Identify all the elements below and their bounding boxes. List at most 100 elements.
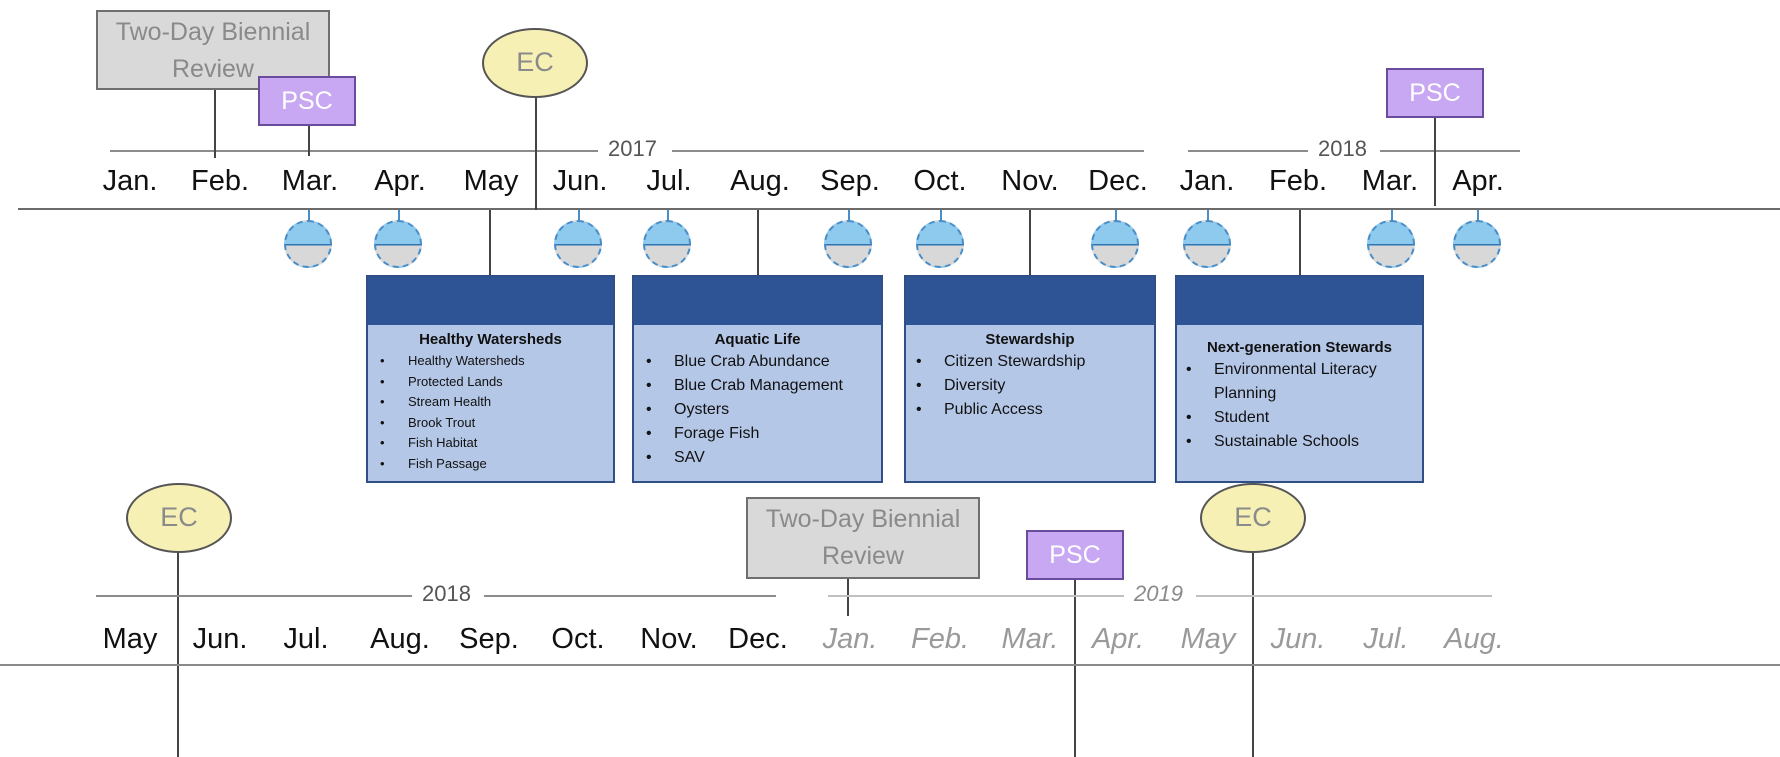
month-label: May: [463, 165, 519, 197]
goal-title: Next-generation Stewards: [1206, 339, 1393, 356]
ec-connector-may: [535, 98, 537, 210]
month-label: Dec.: [728, 623, 788, 655]
year-line-2019-left: [828, 595, 1124, 597]
meeting-stub: [398, 210, 400, 222]
goal-item: Public Access: [916, 398, 1154, 422]
meeting-icon: [1453, 220, 1501, 268]
month-label: May: [1180, 623, 1236, 655]
month-label: Jul.: [283, 623, 329, 655]
month-label: Jan.: [822, 623, 878, 655]
goal-box-header: [368, 277, 613, 325]
goal-item-list: Citizen StewardshipDiversityPublic Acces…: [916, 350, 1154, 422]
month-label: Feb.: [910, 623, 970, 655]
month-label: Aug.: [370, 623, 430, 655]
psc-box-mar-2018: PSC: [1386, 68, 1484, 118]
goal-title: Aquatic Life: [714, 331, 801, 348]
top-axis-line: [18, 208, 1780, 210]
meeting-stub: [1477, 210, 1479, 222]
goal-item: Fish Habitat: [380, 433, 613, 454]
year-line-2018b-left: [96, 595, 412, 597]
month-label: Apr.: [374, 165, 426, 197]
year-line-2018-right: [1380, 150, 1520, 152]
goal-item: Brook Trout: [380, 413, 613, 434]
ec-oval-may-2017: EC: [482, 28, 588, 98]
meeting-stub: [1391, 210, 1393, 222]
goal-box-healthy-watersheds: Healthy Watersheds Healthy WatershedsPro…: [366, 275, 615, 483]
month-label: Feb.: [1268, 165, 1328, 197]
goal-item: Sustainable Schools: [1186, 430, 1409, 454]
goal-item: Diversity: [916, 374, 1154, 398]
goal-box-stewardship: Stewardship Citizen StewardshipDiversity…: [904, 275, 1156, 483]
month-label: Aug.: [1444, 623, 1504, 655]
psc-connector-2018: [1434, 118, 1436, 206]
meeting-stub: [667, 210, 669, 222]
month-label: Feb.: [190, 165, 250, 197]
meeting-icon: [643, 220, 691, 268]
month-label: Oct.: [913, 165, 967, 197]
meeting-stub: [940, 210, 942, 222]
meeting-stub: [578, 210, 580, 222]
month-label: Nov.: [1001, 165, 1059, 197]
goal-connector-nov: [1029, 210, 1031, 276]
month-label: Sep.: [820, 165, 880, 197]
goal-item-list: Environmental Literacy PlanningStudentSu…: [1186, 358, 1409, 454]
month-label: Mar.: [281, 165, 339, 197]
review-connector-2019: [847, 579, 849, 616]
ec-connector-may-2018: [177, 553, 179, 757]
meeting-stub: [1115, 210, 1117, 222]
goal-item: Environmental Literacy Planning: [1186, 358, 1409, 406]
ec-oval-may-2018: EC: [126, 483, 232, 553]
goal-connector-feb: [1299, 210, 1301, 276]
meeting-icon: [824, 220, 872, 268]
meeting-icon: [374, 220, 422, 268]
psc-connector-2019: [1074, 580, 1076, 757]
goal-box-aquatic-life: Aquatic Life Blue Crab AbundanceBlue Cra…: [632, 275, 883, 483]
ec-connector-may-2019: [1252, 553, 1254, 757]
goal-box-header: [634, 277, 881, 325]
month-label: Jun.: [192, 623, 248, 655]
year-label-2018-bottom: 2018: [412, 581, 481, 607]
month-label: Jul.: [1363, 623, 1409, 655]
month-label: Sep.: [459, 623, 519, 655]
meeting-icon: [1091, 220, 1139, 268]
goal-box-header: [1177, 277, 1422, 325]
psc-connector-mar: [308, 126, 310, 156]
psc-box-mar-2019: PSC: [1026, 530, 1124, 580]
psc-box-mar-2017: PSC: [258, 76, 356, 126]
meeting-icon: [1367, 220, 1415, 268]
goal-item: Healthy Watersheds: [380, 351, 613, 372]
goal-item: Blue Crab Management: [646, 374, 881, 398]
meeting-stub: [1207, 210, 1209, 222]
year-label-2019: 2019: [1124, 581, 1193, 607]
month-label: Jun.: [552, 165, 608, 197]
year-label-2018: 2018: [1308, 136, 1377, 162]
goal-item: Fish Passage: [380, 454, 613, 475]
goal-item: Student: [1186, 406, 1409, 430]
meeting-icon: [1183, 220, 1231, 268]
biennial-review-box-2019: Two-Day Biennial Review: [746, 497, 980, 579]
goal-item: Protected Lands: [380, 372, 613, 393]
meeting-stub: [308, 210, 310, 222]
goal-box-header: [906, 277, 1154, 325]
meeting-icon: [284, 220, 332, 268]
goal-item: Oysters: [646, 398, 881, 422]
year-line-2018-left: [1188, 150, 1308, 152]
month-label: Mar.: [1361, 165, 1419, 197]
goal-item: Stream Health: [380, 392, 613, 413]
meeting-stub: [848, 210, 850, 222]
month-label: Jun.: [1270, 623, 1326, 655]
year-line-2019-right: [1196, 595, 1492, 597]
month-label: Apr.: [1452, 165, 1504, 197]
year-line-2017-right: [672, 150, 1144, 152]
year-line-2018b-right: [484, 595, 776, 597]
year-label-2017: 2017: [598, 136, 667, 162]
goal-title: Healthy Watersheds: [419, 331, 562, 348]
month-label: May: [102, 623, 158, 655]
ec-oval-may-2019: EC: [1200, 483, 1306, 553]
review-connector: [214, 90, 216, 158]
month-label: Jan.: [102, 165, 158, 197]
goal-title: Stewardship: [985, 331, 1075, 348]
year-line-2017-left: [110, 150, 598, 152]
goal-item: SAV: [646, 446, 881, 470]
